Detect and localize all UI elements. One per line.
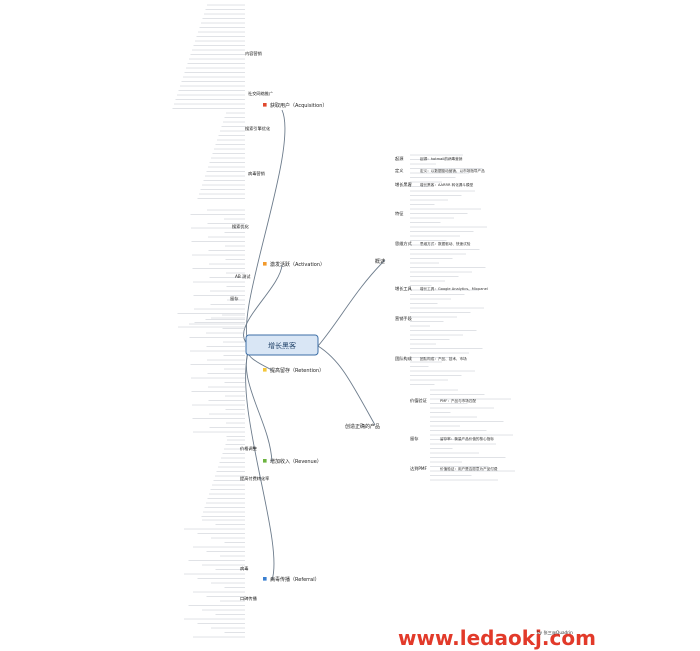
trunk-lines	[243, 109, 386, 581]
watermark-text: www.ledaokj.com	[398, 626, 596, 650]
branch-revenue[interactable]: 增加收入（Revenue）	[263, 458, 322, 465]
sub-label: 达到PMF	[410, 465, 428, 472]
branch-overview[interactable]: 概述	[375, 258, 385, 265]
branch-acquisition-label: 获取用户（Acquisition）	[270, 102, 327, 109]
sub-label: 提高付费转化率	[240, 475, 269, 482]
sub-label: 价格调整	[240, 445, 258, 452]
overview-snippet: 增长黑客：AARRR 转化漏斗模型	[420, 182, 474, 187]
number-1-badge-icon	[263, 103, 267, 107]
referral-sub-labels: 病毒 口碑传播	[240, 565, 258, 602]
sub-label: 病毒	[240, 565, 248, 572]
overview-sub-labels: 起源 定义 增长黑客 特征 思维方式 增长工具 营销手段 团队构成	[395, 155, 413, 362]
sub-label: 定义	[395, 167, 404, 174]
overview-snippet: 起源：hotmail的病毒营销	[420, 156, 463, 161]
product-snippet: PMF：产品与市场匹配	[440, 398, 476, 403]
activation-sub-labels: 搜索优化 AB 测试 留存	[230, 223, 251, 302]
overview-snippet: 团队构成：产品、技术、市场	[420, 356, 467, 361]
sub-label: 起源	[395, 155, 404, 162]
sub-label: 营销手段	[395, 315, 413, 322]
author-credit: by 张三@Quadrin	[537, 629, 573, 636]
sub-label: 留存	[410, 435, 418, 442]
branch-retention[interactable]: 提高留存（Retention）	[263, 367, 324, 374]
sub-label: 搜索引擎优化	[245, 125, 271, 132]
branch-activation-label: 激发活跃（Activation）	[270, 261, 325, 268]
sub-label: 增长工具	[395, 285, 413, 292]
leaf-connectors	[172, 4, 515, 638]
sub-label: 内容营销	[245, 50, 262, 57]
branch-activation[interactable]: 激发活跃（Activation）	[263, 261, 325, 268]
branch-retention-label: 提高留存（Retention）	[270, 367, 324, 374]
product-snippet: 价值验证：用户是否愿意为产品付费	[440, 466, 498, 471]
sub-label: 留存	[230, 295, 238, 302]
product-snippet: 留存率：衡量产品价值的核心指标	[440, 436, 494, 441]
sub-label: 价值验证	[410, 397, 428, 404]
central-topic-label: 增长黑客	[268, 341, 296, 350]
overview-snippets: 起源：hotmail的病毒营销 定义：以数据驱动营销，以市场指导产品 增长黑客：…	[420, 156, 488, 361]
number-5-badge-icon	[263, 577, 267, 581]
revenue-sub-labels: 价格调整 提高付费转化率	[240, 445, 269, 482]
branch-revenue-label: 增加收入（Revenue）	[270, 458, 322, 465]
acquisition-sub-labels: 内容营销 社交网络推广 搜索引擎优化 病毒营销	[245, 50, 273, 177]
sub-label: AB 测试	[235, 273, 251, 280]
branch-referral-label: 病毒传播（Referral）	[270, 576, 320, 583]
product-snippets: PMF：产品与市场匹配 留存率：衡量产品价值的核心指标 价值验证：用户是否愿意为…	[440, 398, 498, 471]
overview-snippet: 思维方式：数据驱动、快速试验	[420, 241, 471, 246]
sub-label: 思维方式	[395, 240, 413, 247]
sub-label: 搜索优化	[232, 223, 250, 230]
central-topic[interactable]: 增长黑客	[245, 334, 319, 356]
branch-product[interactable]: 创造正确的产品	[345, 423, 380, 430]
sub-label: 特征	[395, 210, 404, 217]
sub-label: 增长黑客	[395, 181, 413, 188]
overview-snippet: 定义：以数据驱动营销，以市场指导产品	[420, 168, 485, 173]
overview-snippet: 增长工具：Google Analytics、Mixpanel	[420, 286, 488, 291]
branch-referral[interactable]: 病毒传播（Referral）	[263, 576, 320, 583]
sub-label: 社交网络推广	[248, 90, 273, 97]
branch-overview-label: 概述	[375, 258, 385, 265]
sub-label: 团队构成	[395, 355, 412, 362]
number-4-badge-icon	[263, 459, 267, 463]
product-sub-labels: 价值验证 留存 达到PMF	[410, 397, 428, 472]
number-3-badge-icon	[263, 368, 267, 372]
number-2-badge-icon	[263, 262, 267, 266]
branch-acquisition[interactable]: 获取用户（Acquisition）	[263, 102, 327, 109]
branch-product-label: 创造正确的产品	[345, 423, 380, 430]
sub-label: 病毒营销	[248, 170, 265, 177]
sub-label: 口碑传播	[240, 595, 258, 602]
